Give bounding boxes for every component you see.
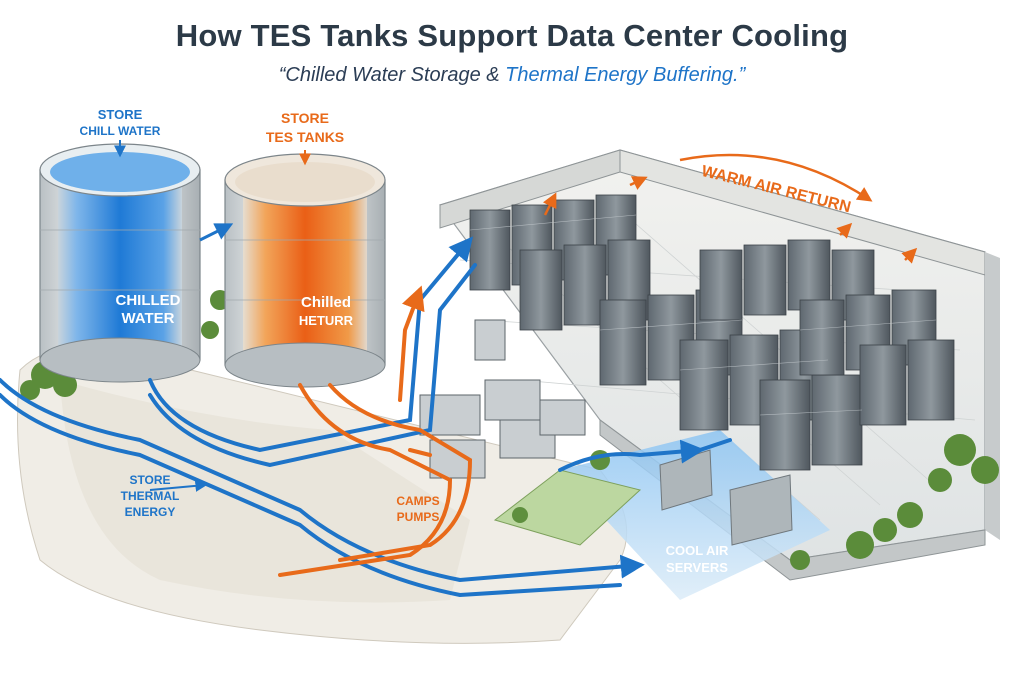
- chilled-return-label-1: Chilled: [301, 294, 351, 311]
- ground-shadow: [60, 380, 470, 603]
- store-thermal-energy-label-3: ENERGY: [125, 505, 176, 519]
- chilled-return-label-2: HETURR: [299, 313, 354, 328]
- chilled-water-pipes: [0, 236, 732, 598]
- garden-patch: [493, 450, 642, 546]
- warm-air-arrows: [542, 153, 918, 264]
- camps-pumps-label-2: PUMPS: [397, 510, 440, 524]
- page-subtitle: “Chilled Water Storage & Thermal Energy …: [0, 64, 1024, 87]
- subtitle-quote-open: “: [278, 64, 286, 86]
- subtitle-part1: Chilled Water Storage &: [285, 64, 506, 86]
- store-chill-water-label-1: STORE: [98, 107, 143, 122]
- chilled-water-label-1: CHILLED: [116, 292, 181, 309]
- cool-air-servers-label-2: SERVERS: [666, 560, 728, 575]
- page-title: How TES Tanks Support Data Center Coolin…: [175, 18, 849, 53]
- store-thermal-energy-label-1: STORE: [129, 473, 170, 487]
- thermal-energy-pointer: [149, 479, 208, 492]
- return-pipes: [278, 285, 473, 577]
- chilled-water-tank: [39, 143, 201, 383]
- server-racks: [469, 194, 955, 471]
- bushes: [20, 290, 999, 570]
- subtitle-part2: Thermal Energy Buffering: [505, 64, 734, 86]
- tes-tank: [224, 153, 386, 388]
- store-thermal-energy-label-2: THERMAL: [121, 489, 180, 503]
- tank-link-arrow: [199, 223, 234, 242]
- store-tes-tanks-label-2: TES TANKS: [266, 129, 344, 145]
- cool-air-servers-label-1: COOL AIR: [666, 543, 729, 558]
- chilled-water-label-2: WATER: [121, 310, 174, 327]
- subtitle-quote-close: .”: [733, 64, 746, 86]
- camps-pumps-label-1: CAMPS: [396, 494, 439, 508]
- store-chill-water-label-2: CHILL WATER: [80, 124, 161, 138]
- store-tes-tanks-label-1: STORE: [281, 110, 329, 126]
